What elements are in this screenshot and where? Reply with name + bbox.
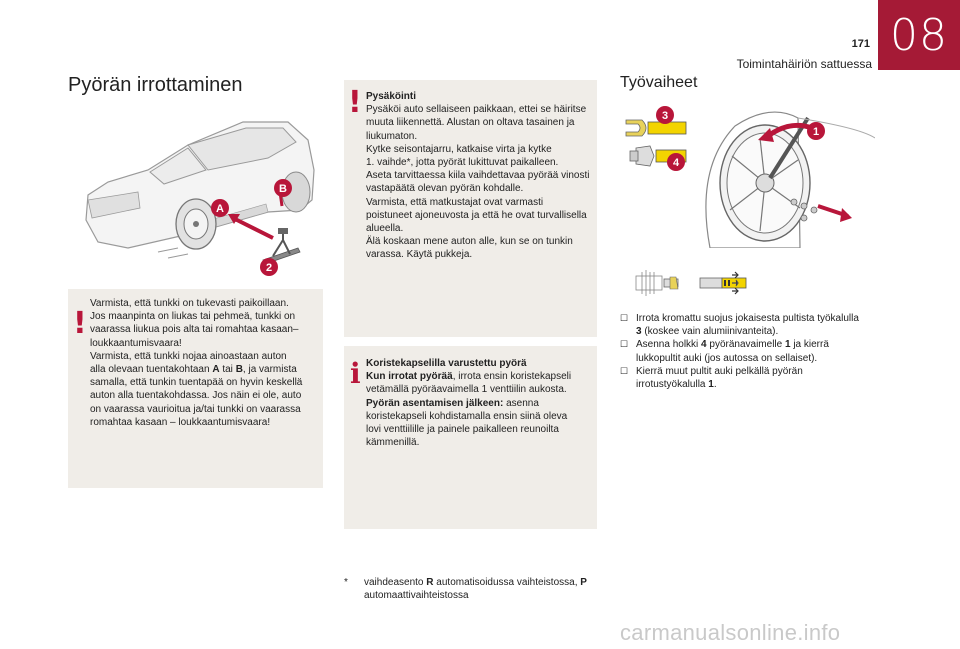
watermark: carmanualsonline.info: [620, 620, 841, 645]
hubcap-title: Koristekapselilla varustettu pyörä: [366, 358, 527, 369]
info-icon: i: [350, 357, 361, 390]
section-title: Pyörän irrottaminen: [68, 74, 243, 96]
steps-list: ☐ Irrota kromattu suojus jokaisesta pult…: [620, 312, 880, 391]
chapter-tab: 08: [878, 0, 960, 70]
wheel-removal-illustration: 3 4 1: [620, 98, 876, 249]
chapter-number: 08: [890, 9, 948, 61]
label-1: 1: [813, 126, 819, 138]
checkbox-icon: ☐: [620, 365, 629, 376]
checkbox-icon: ☐: [620, 339, 629, 350]
warning-icon: !: [348, 85, 362, 120]
parking-warning-box: ! Pysäköinti Pysäköi auto sellaiseen pai…: [344, 80, 597, 337]
label-2: 2: [266, 262, 272, 274]
hubcap-text: Koristekapselilla varustettu pyörä Kun i…: [366, 357, 594, 449]
step-item: ☐ Irrota kromattu suojus jokaisesta pult…: [620, 313, 859, 338]
parking-text: Pysäköinti Pysäköi auto sellaiseen paikk…: [366, 90, 594, 262]
tools-detail-illustration: [620, 262, 875, 306]
jack-warning-box: ! Varmista, että tunkki on tukevasti pai…: [68, 289, 323, 488]
step-item: ☐ Kierrä muut pultit auki pelkällä pyörä…: [620, 365, 803, 391]
jack-warning-text: Varmista, että tunkki on tukevasti paiko…: [90, 298, 303, 428]
hubcap-info-box: i Koristekapselilla varustettu pyörä Kun…: [344, 346, 597, 529]
step-item: ☐ Asenna holkki 4 pyöränavaimelle 1 ja k…: [620, 339, 829, 364]
label-3: 3: [662, 110, 668, 122]
warning-icon: !: [73, 306, 87, 341]
page-number: 171: [851, 38, 870, 50]
label-b: B: [279, 183, 287, 195]
chapter-title: Toimintahäiriön sattuessa: [736, 57, 872, 71]
tools-title: Työvaiheet: [620, 74, 698, 91]
parking-title: Pysäköinti: [366, 91, 417, 102]
label-4: 4: [673, 157, 680, 169]
footnote: * vaihdeasento R automatisoidussa vaihte…: [344, 577, 587, 601]
car-jack-illustration: A B 2: [68, 100, 323, 280]
checkbox-icon: ☐: [620, 313, 629, 323]
label-a: A: [216, 203, 224, 215]
